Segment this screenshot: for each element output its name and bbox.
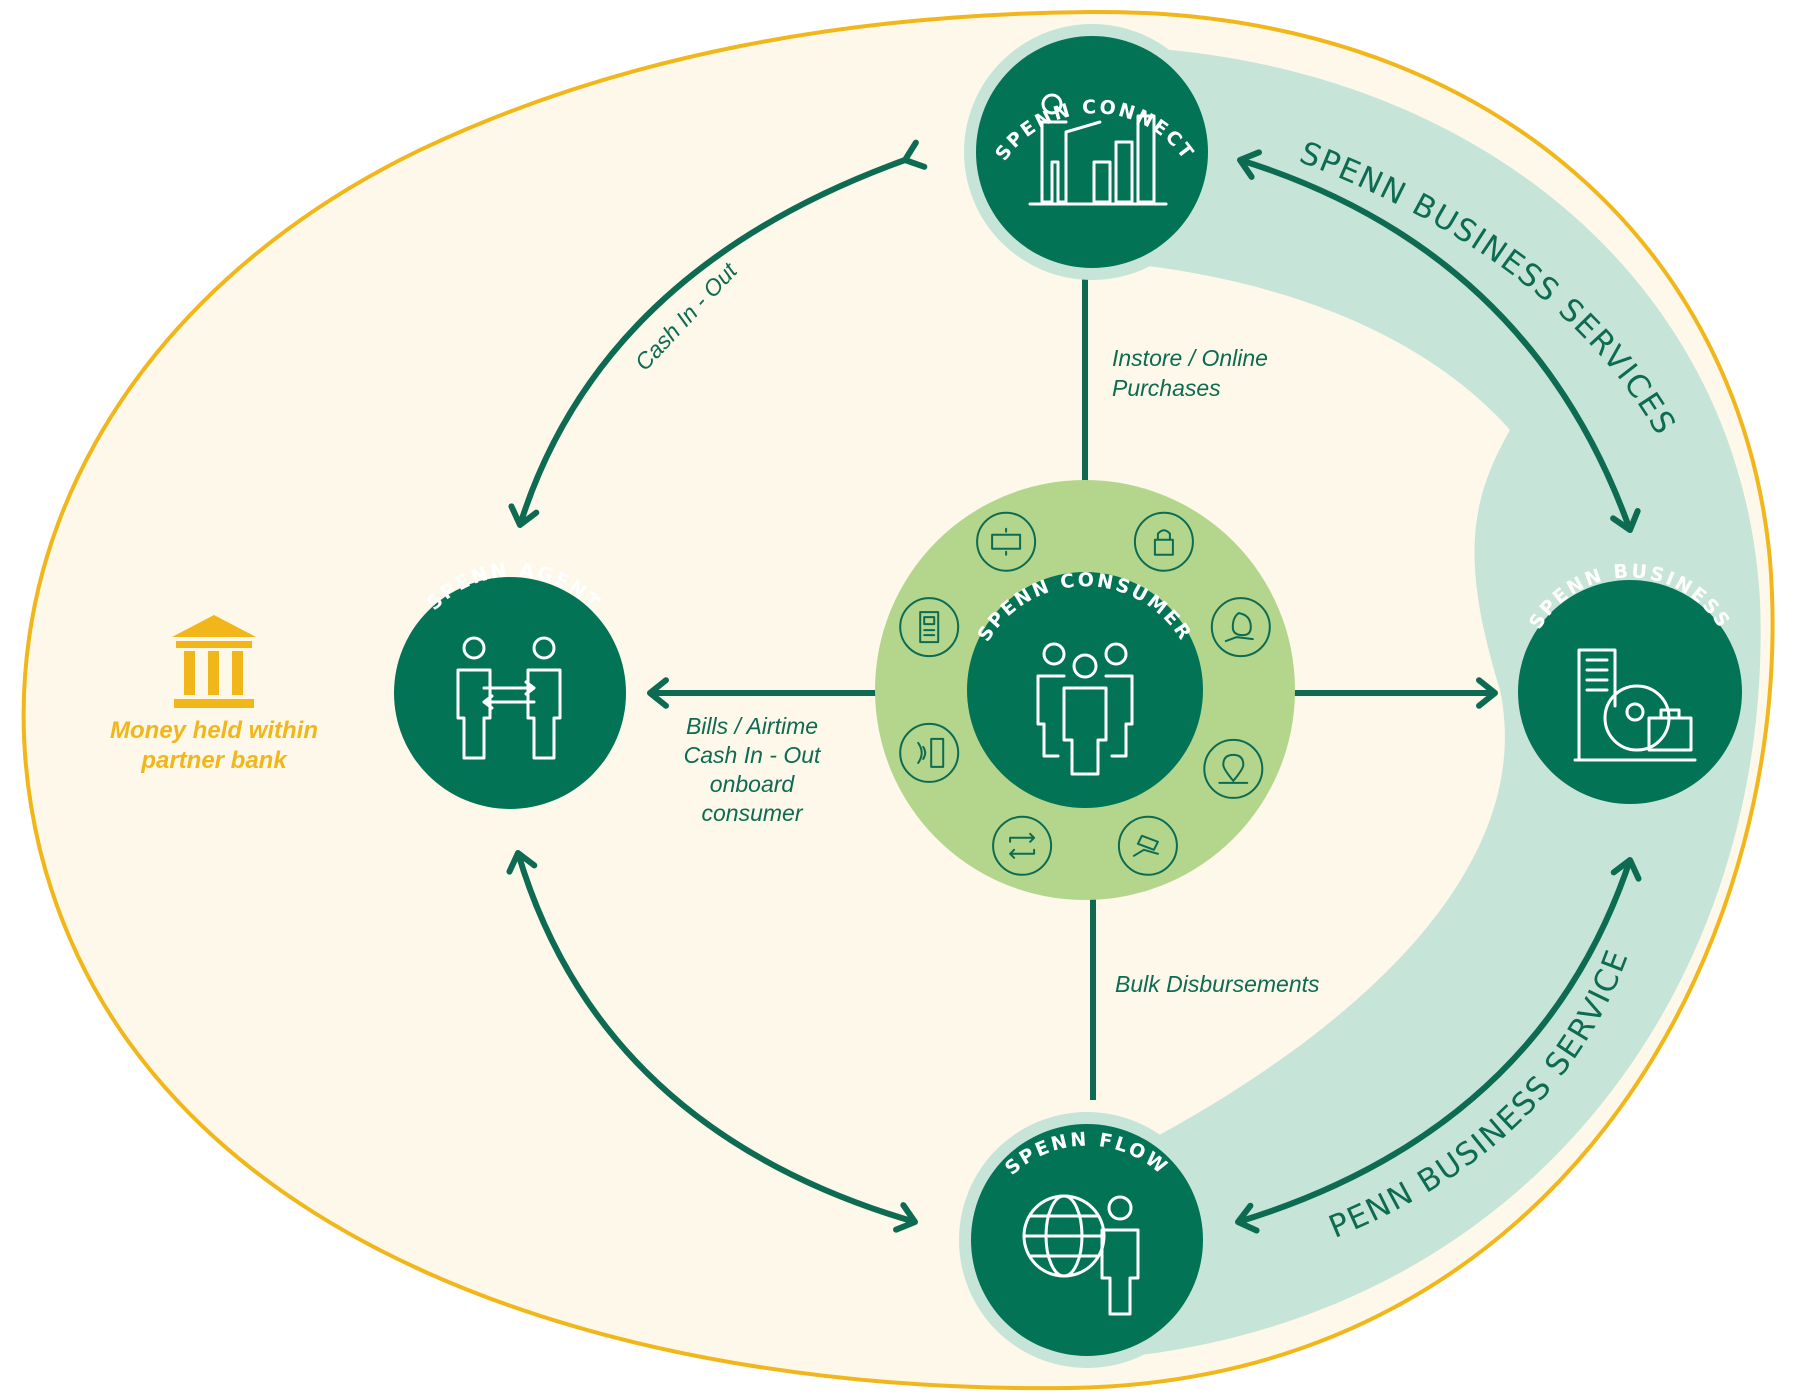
label-instore-purchases-line1: Instore / Online [1112, 345, 1268, 371]
arrowhead [902, 139, 928, 170]
arrow-agent-flow [506, 850, 918, 1233]
arrowhead [1610, 857, 1642, 882]
label-bills-line4: consumer [702, 800, 804, 826]
node-spenn-agent[interactable]: SPENN AGENT [394, 559, 626, 809]
arrow-business-flow [1235, 857, 1642, 1234]
people-exchange-icon [456, 636, 562, 760]
arrowhead [647, 677, 669, 709]
label-bills-line3: onboard [710, 771, 796, 797]
arrow-connect-agent [508, 139, 928, 528]
arrowhead [506, 850, 538, 875]
arrowhead [1235, 1202, 1260, 1234]
arrowhead [1237, 149, 1262, 180]
node-spenn-connect[interactable]: SPENN CONNECT [964, 24, 1220, 280]
pos-terminal-icon [899, 597, 960, 658]
bank-label-line2: partner bank [140, 747, 288, 774]
repeat-arrows-icon [992, 815, 1053, 876]
consumer-features [899, 511, 1271, 876]
hand-payment-icon [1117, 815, 1178, 876]
nfc-phone-icon [899, 722, 960, 783]
globe-person-icon [1022, 1194, 1140, 1316]
arrowhead [1610, 507, 1641, 533]
cash-transfer-icon [976, 511, 1037, 572]
lock-icon [1133, 511, 1194, 572]
label-bills-line2: Cash In - Out [684, 742, 822, 768]
location-pin-icon [1203, 738, 1264, 799]
node-spenn-flow[interactable]: SPENN FLOW [959, 1112, 1215, 1368]
money-bag-hand-icon [1210, 597, 1271, 658]
arrow-connect-business [1237, 149, 1641, 533]
label-bills-line1: Bills / Airtime [686, 713, 818, 739]
arrowhead [1476, 677, 1498, 709]
arrowhead [508, 503, 540, 528]
business-services-band [985, 45, 1761, 1361]
label-bulk-disbursements: Bulk Disbursements [1115, 971, 1320, 997]
node-spenn-consumer[interactable]: SPENN CONSUMER [967, 569, 1203, 808]
presenter-chart-icon [1028, 93, 1168, 206]
label-instore-purchases-line2: Purchases [1112, 375, 1221, 401]
bank-label-line1: Money held within [110, 717, 318, 744]
arrowhead [892, 1202, 918, 1233]
bank-icon [172, 615, 256, 708]
group-people-icon [1036, 642, 1134, 776]
building-briefcase-icon [1573, 648, 1697, 762]
